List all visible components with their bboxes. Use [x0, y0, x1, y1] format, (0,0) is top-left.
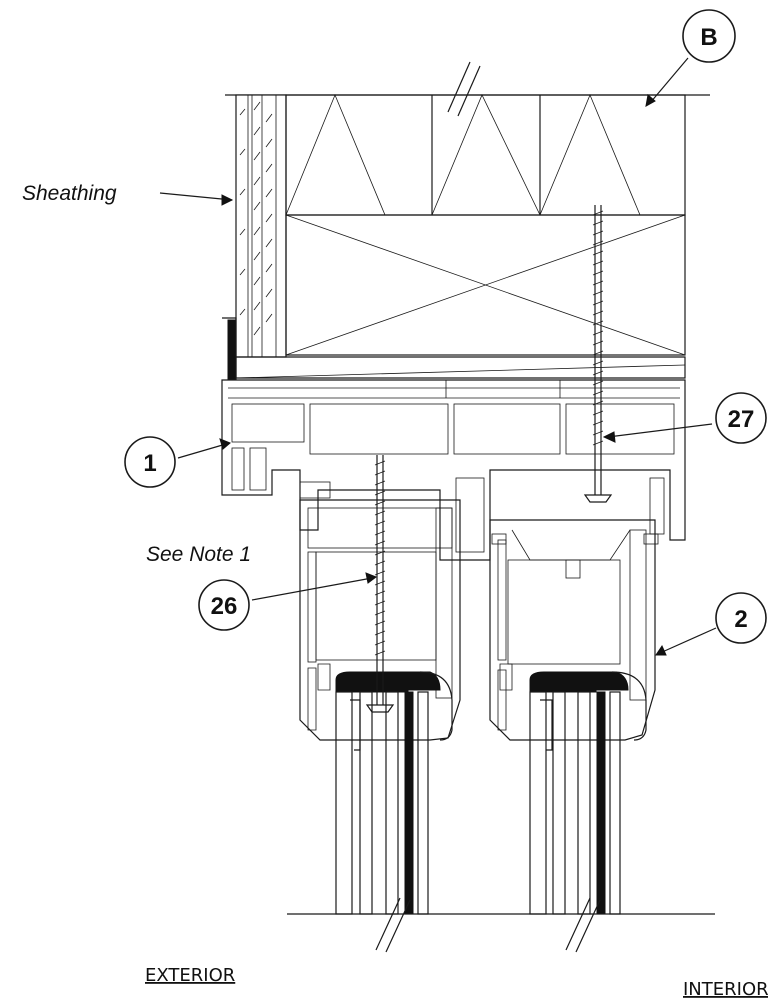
screw-27: [583, 205, 613, 503]
svg-text:26: 26: [211, 593, 238, 620]
break-symbol-top: [447, 61, 481, 117]
callout-27: 27: [715, 392, 767, 444]
svg-text:2: 2: [734, 606, 747, 633]
screw-26: [365, 455, 395, 713]
exterior-label: EXTERIOR: [145, 965, 235, 986]
callout-26: 26: [198, 579, 250, 631]
break-symbol-bottom: [375, 897, 601, 953]
interior-label: INTERIOR: [683, 979, 768, 1000]
see-note-label: See Note 1: [146, 543, 251, 566]
sash-interior: [489, 519, 659, 751]
callout-2: 2: [715, 592, 767, 644]
svg-text:1: 1: [143, 450, 156, 477]
sheathing-label: Sheathing: [22, 182, 117, 205]
svg-text:27: 27: [728, 406, 755, 433]
leader-lines: [159, 57, 717, 656]
frame-profile: [221, 317, 686, 561]
callout-1: 1: [124, 436, 176, 488]
glazing-units: [287, 691, 715, 915]
wall-framing: [225, 93, 710, 379]
svg-text:B: B: [700, 24, 717, 51]
callout-b: B: [682, 9, 736, 63]
